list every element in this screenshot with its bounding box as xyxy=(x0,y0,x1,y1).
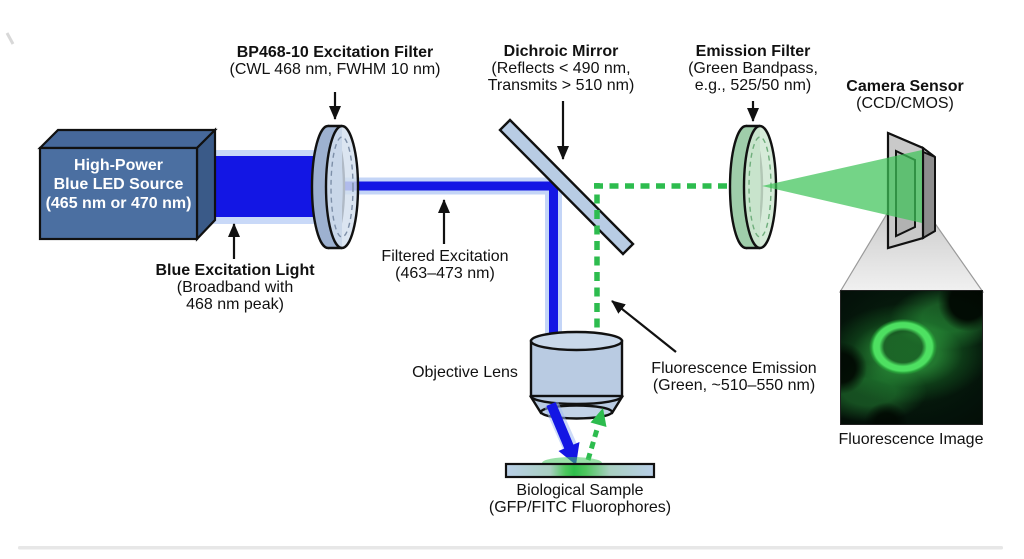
biological-sample-label: Biological Sample (GFP/FITC Fluorophores… xyxy=(489,482,671,516)
emission-filter-spec1: (Green Bandpass, xyxy=(688,60,818,77)
fluorescence-image xyxy=(840,290,983,425)
emission-focus-cone xyxy=(762,150,922,223)
page-smudge-bottom xyxy=(18,546,1003,550)
blue-excitation-spec1: (Broadband with xyxy=(176,279,294,296)
led-source-line2: Blue LED Source xyxy=(53,176,184,193)
led-source-line1: High-Power xyxy=(74,157,163,174)
led-box-front-face xyxy=(38,146,199,241)
fluorescence-image-caption: Fluorescence Image xyxy=(838,431,984,448)
sample-excitation-arrow-shaft xyxy=(546,402,574,449)
camera-sensor-title: Camera Sensor xyxy=(846,78,964,95)
led-box-top-face xyxy=(37,128,218,150)
fluorescence-emission-line1: Fluorescence Emission xyxy=(651,360,817,377)
sample-emission-arrow-shaft xyxy=(585,425,601,461)
filtered-excitation-line2: (463–473 nm) xyxy=(395,265,495,282)
excitation-filter-title: BP468-10 Excitation Filter xyxy=(236,44,434,61)
biological-sample-line1: Biological Sample xyxy=(516,482,644,499)
biological-sample-line2: (GFP/FITC Fluorophores) xyxy=(488,499,672,516)
biological-sample-slide xyxy=(504,462,656,479)
led-source-label: High-Power Blue LED Source (465 nm or 47… xyxy=(40,156,197,213)
emission-filter-label: Emission Filter (Green Bandpass, e.g., 5… xyxy=(688,43,818,94)
emission-beam-dashed xyxy=(594,183,756,343)
dichroic-mirror-label: Dichroic Mirror (Reflects < 490 nm, Tran… xyxy=(488,43,635,94)
blue-excitation-spec2: 468 nm peak) xyxy=(186,296,284,313)
page-smudge-topleft xyxy=(5,32,15,45)
camera-side-face xyxy=(922,146,936,240)
dichroic-mirror-spec1: (Reflects < 490 nm, xyxy=(491,60,631,77)
annotation-arrows xyxy=(228,92,759,353)
arrow-to-emission-path xyxy=(611,300,677,353)
fluorescence-emission-label: Fluorescence Emission (Green, ~510–550 n… xyxy=(651,360,816,394)
fluorescence-emission-line2: (Green, ~510–550 nm) xyxy=(652,377,816,394)
filtered-excitation-beam xyxy=(344,181,558,348)
dichroic-mirror-title: Dichroic Mirror xyxy=(503,43,619,60)
led-source-line3: (465 nm or 470 nm) xyxy=(45,195,192,212)
objective-lens-label: Objective Lens xyxy=(412,364,518,381)
blue-excitation-label: Blue Excitation Light (Broadband with 46… xyxy=(155,262,314,313)
excitation-filter-lens xyxy=(310,124,360,250)
blue-excitation-beam xyxy=(194,156,328,217)
filtered-excitation-line1: Filtered Excitation xyxy=(381,248,509,265)
dichroic-mirror xyxy=(498,118,635,256)
emission-filter-spec2: e.g., 525/50 nm) xyxy=(694,77,812,94)
sample-emission-arrowhead xyxy=(590,408,607,427)
filtered-excitation-label: Filtered Excitation (463–473 nm) xyxy=(381,248,508,282)
emission-filter-lens xyxy=(728,124,778,250)
led-box-side-face xyxy=(195,127,217,242)
dichroic-mirror-spec2: Transmits > 510 nm) xyxy=(487,77,635,94)
camera-sensor-spec: (CCD/CMOS) xyxy=(856,95,954,112)
led-source-box xyxy=(37,127,218,242)
blue-excitation-title: Blue Excitation Light xyxy=(155,262,315,279)
camera-sensor-label: Camera Sensor (CCD/CMOS) xyxy=(846,78,963,112)
emission-filter-title: Emission Filter xyxy=(695,43,811,60)
excitation-filter-label: BP468-10 Excitation Filter (CWL 468 nm, … xyxy=(230,44,441,78)
objective-lens xyxy=(528,330,625,420)
excitation-filter-spec: (CWL 468 nm, FWHM 10 nm) xyxy=(229,61,441,78)
